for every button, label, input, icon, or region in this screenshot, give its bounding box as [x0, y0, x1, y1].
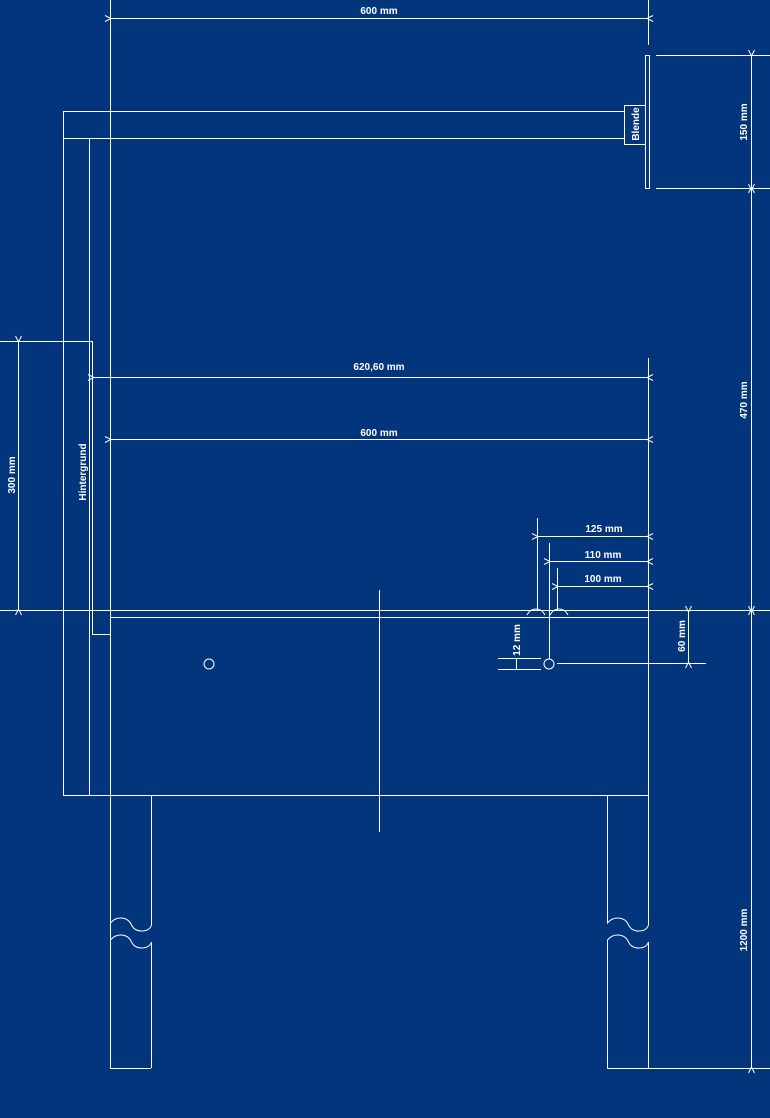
- blende-plate: [645, 55, 650, 189]
- frame: [0, 0, 770, 1068]
- dim-100-label: 100 mm: [584, 574, 621, 585]
- leg-left: [110, 796, 152, 1069]
- dim-blende-height-label: 150 mm: [739, 103, 750, 140]
- hinge-marks: [526, 608, 569, 616]
- blende-label: Blende: [631, 107, 642, 141]
- dim-hole-depth-label: 60 mm: [677, 620, 688, 652]
- dim-125-label: 125 mm: [585, 524, 622, 535]
- hintergrund-panel: [83, 341, 110, 635]
- dim-mid-height-label: 470 mm: [739, 381, 750, 418]
- hole-left: [203, 658, 215, 670]
- top-bar: [63, 111, 625, 139]
- dim-inner-width-label: 600 mm: [360, 428, 397, 439]
- dim-hole-diameter-label: 12 mm: [512, 624, 523, 656]
- hole-right: [543, 658, 555, 670]
- dim-110-label: 110 mm: [585, 550, 622, 561]
- dim-background-width-label: 620,60 mm: [353, 362, 404, 373]
- hintergrund-label: Hintergrund: [78, 443, 89, 500]
- dim-background-height-label: 300 mm: [7, 456, 18, 493]
- dimensions: 600 mm 150 mm 470 mm 1200 mm 300 mm Hint…: [0, 6, 770, 1069]
- leg-right: [607, 796, 649, 1069]
- dim-leg-height-label: 1200 mm: [739, 908, 750, 951]
- dim-top-width-label: 600 mm: [360, 6, 397, 17]
